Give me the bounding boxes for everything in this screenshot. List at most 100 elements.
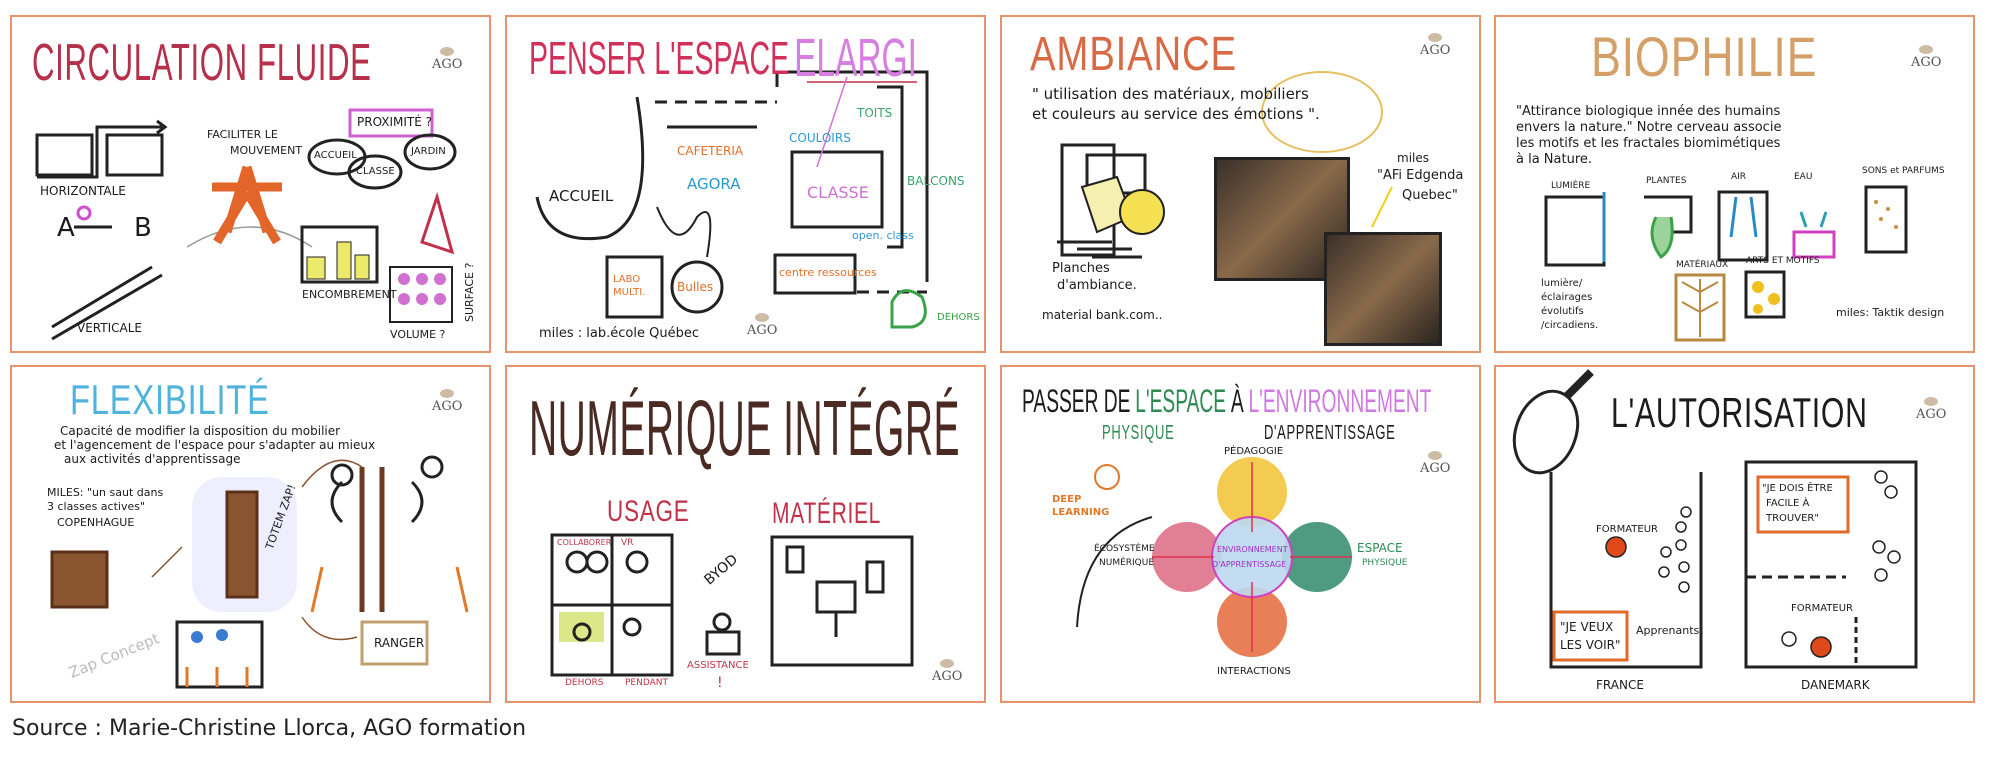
label-materiel: MATÉRIEL bbox=[772, 497, 882, 530]
label-accueil: ACCUEIL bbox=[314, 150, 357, 161]
biophilie-sketch bbox=[1544, 185, 1908, 342]
label-je-veux-2: LES VOIR" bbox=[1560, 638, 1621, 652]
label-espace: ESPACE bbox=[1357, 541, 1403, 555]
ago-logo: AGO bbox=[432, 389, 462, 414]
card-title: PENSER L'ESPACE bbox=[529, 32, 790, 84]
label-formateur-danemark: FORMATEUR bbox=[1791, 603, 1853, 614]
card-circulation-fluide: CIRCULATION FLUIDE AGO HORIZONTALE A B V… bbox=[10, 15, 491, 353]
quote-line-1: "Attirance biologique innée des humains bbox=[1516, 104, 1781, 119]
label-vr: VR bbox=[621, 538, 634, 548]
quote-line-3: les motifs et les fractales biomimétique… bbox=[1516, 136, 1781, 151]
label-labo: LABO MULTI. bbox=[613, 274, 646, 298]
desc-line-1: Capacité de modifier la disposition du m… bbox=[60, 424, 341, 438]
label-eclairage-4: /circadiens. bbox=[1541, 320, 1599, 331]
label-accueil: ACCUEIL bbox=[549, 187, 614, 205]
label-interactions: INTERACTIONS bbox=[1217, 666, 1291, 677]
title-environnement: L'ENVIRONNEMENT bbox=[1248, 383, 1432, 419]
label-eclairage-1: lumière/ bbox=[1541, 278, 1583, 289]
card-ambiance: AMBIANCE AGO " utilisation des matériaux… bbox=[1000, 15, 1481, 353]
card-title: FLEXIBILITÉ bbox=[70, 376, 270, 423]
label-miles-2: 3 classes actives" bbox=[47, 500, 146, 513]
card-title-accent: ELARGI bbox=[794, 28, 917, 88]
label-pendant: PENDANT bbox=[625, 678, 669, 688]
label-ambiance: d'ambiance. bbox=[1057, 278, 1137, 293]
title-a: À bbox=[1230, 383, 1244, 419]
label-collaborer: COLLABORER bbox=[557, 538, 612, 547]
card-numerique-integre: NUMÉRIQUE INTÉGRÉ USAGE MATÉRIEL COLLABO… bbox=[505, 365, 986, 703]
ago-logo: AGO bbox=[1916, 397, 1946, 422]
label-assistance-excl: ! bbox=[717, 675, 723, 691]
label-formateur-france: FORMATEUR bbox=[1596, 524, 1658, 535]
card-biophilie: BIOPHILIE AGO "Attirance biologique inné… bbox=[1494, 15, 1975, 353]
label-couloirs: COULOIRS bbox=[789, 131, 851, 145]
label-je-dois-1: "JE DOIS ÊTRE bbox=[1762, 483, 1833, 494]
label-air: AIR bbox=[1731, 172, 1747, 182]
ago-logo: AGO bbox=[1420, 33, 1450, 58]
label-toits: TOITS bbox=[857, 106, 893, 120]
label-env-2: D'APPRENTISSAGE bbox=[1212, 560, 1287, 569]
label-miles: miles : lab.école Québec bbox=[539, 326, 699, 341]
label-eau: EAU bbox=[1794, 172, 1813, 182]
environnement-diagram bbox=[1076, 457, 1352, 657]
label-plantes: PLANTES bbox=[1646, 176, 1687, 186]
label-assistance: ASSISTANCE bbox=[687, 660, 749, 671]
label-je-dois-2: FACILE À bbox=[1766, 498, 1810, 509]
label-apprenants: Apprenants bbox=[1636, 624, 1700, 637]
label-dehors: DEHORS bbox=[937, 312, 980, 323]
label-jardin: JARDIN bbox=[411, 146, 446, 157]
label-apprentissage: D'APPRENTISSAGE bbox=[1264, 422, 1396, 444]
label-dehors: DEHORS bbox=[565, 678, 604, 688]
label-afi-edgenda: "AFi Edgenda bbox=[1377, 168, 1464, 183]
label-physique: PHYSIQUE bbox=[1102, 422, 1175, 444]
quote-line-2: et couleurs au service des émotions ". bbox=[1032, 105, 1320, 123]
quote-line-2: envers la nature." Notre cerveau associe bbox=[1516, 120, 1782, 135]
label-centre-ressources: centre ressources bbox=[779, 266, 877, 279]
label-cafeteria: CAFETERIA bbox=[677, 144, 744, 158]
label-miles-1: MILES: "un saut dans bbox=[47, 486, 164, 499]
label-copenhague: COPENHAGUE bbox=[57, 516, 135, 529]
card-title: NUMÉRIQUE INTÉGRÉ bbox=[529, 384, 961, 472]
label-espace-physique: PHYSIQUE bbox=[1362, 558, 1408, 568]
label-encombrement: ENCOMBREMENT bbox=[302, 288, 397, 301]
label-miles: miles: Taktik design bbox=[1836, 306, 1945, 319]
card-autorisation: L'AUTORISATION AGO FORMATEUR Apprenants … bbox=[1494, 365, 1975, 703]
desc-line-3: aux activités d'apprentissage bbox=[64, 452, 241, 466]
label-learning: LEARNING bbox=[1052, 507, 1110, 518]
ambiance-sketch bbox=[1057, 71, 1393, 259]
label-usage: USAGE bbox=[607, 495, 690, 528]
label-miles: miles bbox=[1397, 151, 1429, 165]
label-deep: DEEP bbox=[1052, 494, 1082, 505]
label-pedagogie: PÉDAGOGIE bbox=[1224, 446, 1284, 457]
label-france: FRANCE bbox=[1596, 678, 1644, 692]
label-volume: VOLUME ? bbox=[390, 328, 446, 341]
label-materiaux: MATÉRIAUX bbox=[1676, 260, 1729, 270]
label-planches: Planches bbox=[1052, 261, 1110, 276]
card-flexibilite: FLEXIBILITÉ AGO Capacité de modifier la … bbox=[10, 365, 491, 703]
card-title-row: PASSER DE L'ESPACE À L'ENVIRONNEMENT bbox=[1022, 385, 1431, 417]
interior-photo-2 bbox=[1324, 232, 1442, 346]
label-je-veux-1: "JE VEUX bbox=[1560, 620, 1614, 634]
label-danemark: DANEMARK bbox=[1801, 678, 1870, 692]
label-ranger: RANGER bbox=[374, 636, 425, 650]
card-penser-espace-elargi: PENSER L'ESPACE ELARGI ACCUEIL CAFETERIA… bbox=[505, 15, 986, 353]
label-arts-motifs: ARTS ET MOTIFS bbox=[1746, 256, 1820, 266]
label-surface: SURFACE ? bbox=[463, 262, 476, 322]
label-numerique: NUMÉRIQUE bbox=[1099, 558, 1155, 568]
title-passer-de: PASSER DE bbox=[1022, 383, 1131, 419]
ago-logo: AGO bbox=[747, 313, 777, 338]
card-title: CIRCULATION FLUIDE bbox=[32, 34, 372, 92]
label-open-class: open. class bbox=[852, 229, 914, 242]
label-lumiere: LUMIÈRE bbox=[1551, 181, 1591, 191]
ago-logo: AGO bbox=[1911, 45, 1941, 70]
label-horizontale: HORIZONTALE bbox=[40, 184, 126, 198]
desc-line-2: et l'agencement de l'espace pour s'adapt… bbox=[54, 438, 376, 452]
card-title: L'AUTORISATION bbox=[1611, 389, 1868, 436]
ago-logo: AGO bbox=[932, 659, 962, 684]
label-je-dois-3: TROUVER" bbox=[1766, 513, 1819, 524]
label-agora: AGORA bbox=[687, 175, 741, 193]
label-material-bank: material bank.com.. bbox=[1042, 308, 1163, 322]
label-balcons: BALCONS bbox=[907, 174, 965, 188]
label-b: B bbox=[134, 213, 152, 243]
label-verticale: VERTICALE bbox=[77, 321, 142, 335]
label-a: A bbox=[57, 213, 75, 243]
